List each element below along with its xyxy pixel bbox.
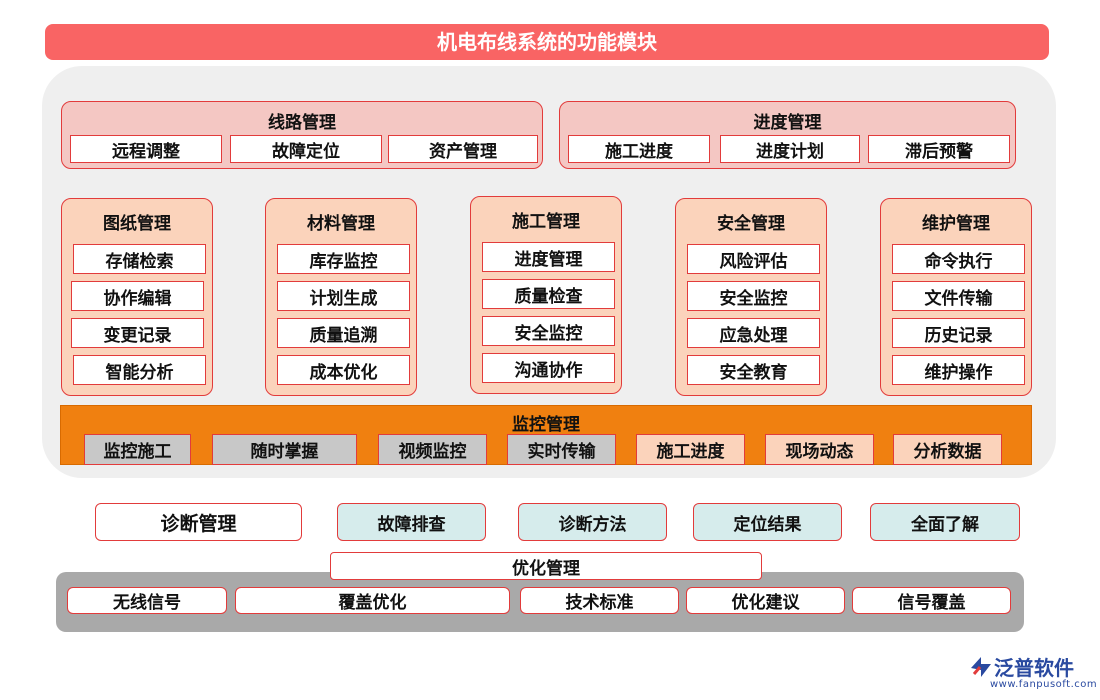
module-box: 历史记录	[892, 318, 1025, 348]
column-material-management: 材料管理 库存监控 计划生成 质量追溯 成本优化	[265, 198, 417, 396]
column-title: 施工管理	[512, 212, 580, 232]
diagnosis-item: 故障排查	[337, 503, 486, 541]
diagnosis-title: 诊断管理	[95, 503, 302, 541]
module-box: 沟通协作	[482, 353, 615, 383]
module-box: 变更记录	[71, 318, 204, 348]
column-title: 材料管理	[307, 214, 375, 234]
module-box: 成本优化	[277, 355, 410, 385]
monitor-item: 随时掌握	[212, 434, 357, 465]
module-box: 故障定位	[230, 135, 382, 163]
diagnosis-item: 诊断方法	[518, 503, 667, 541]
module-box: 库存监控	[277, 244, 410, 274]
page-title: 机电布线系统的功能模块	[45, 24, 1049, 60]
module-box: 滞后预警	[868, 135, 1010, 163]
module-box: 资产管理	[388, 135, 538, 163]
optimization-item: 优化建议	[686, 587, 845, 614]
column-title: 图纸管理	[103, 214, 171, 234]
column-drawing-management: 图纸管理 存储检索 协作编辑 变更记录 智能分析	[61, 198, 213, 396]
module-box: 风险评估	[687, 244, 820, 274]
module-box: 应急处理	[687, 318, 820, 348]
optimization-item: 覆盖优化	[235, 587, 510, 614]
monitor-title: 监控管理	[512, 415, 580, 435]
module-box: 远程调整	[70, 135, 222, 163]
module-box: 计划生成	[277, 281, 410, 311]
diagnosis-item: 全面了解	[870, 503, 1020, 541]
group-title: 线路管理	[268, 113, 336, 133]
monitor-item: 施工进度	[636, 434, 745, 465]
monitor-management-bar: 监控管理 监控施工 随时掌握 视频监控 实时传输 施工进度 现场动态 分析数据	[60, 405, 1032, 465]
monitor-item: 分析数据	[893, 434, 1002, 465]
module-box: 命令执行	[892, 244, 1025, 274]
optimization-item: 无线信号	[67, 587, 227, 614]
module-box: 安全教育	[687, 355, 820, 385]
module-box: 质量检查	[482, 279, 615, 309]
monitor-item: 监控施工	[84, 434, 191, 465]
module-box: 施工进度	[568, 135, 710, 163]
module-box: 文件传输	[892, 281, 1025, 311]
logo-icon	[971, 657, 991, 677]
module-box: 协作编辑	[71, 281, 204, 311]
column-construction-management: 施工管理 进度管理 质量检查 安全监控 沟通协作	[470, 196, 622, 394]
column-maintenance-management: 维护管理 命令执行 文件传输 历史记录 维护操作	[880, 198, 1032, 396]
group-title: 进度管理	[753, 113, 822, 133]
column-safety-management: 安全管理 风险评估 安全监控 应急处理 安全教育	[675, 198, 827, 396]
column-title: 维护管理	[922, 214, 990, 234]
group-progress-management: 进度管理 施工进度 进度计划 滞后预警	[559, 101, 1016, 169]
group-line-management: 线路管理 远程调整 故障定位 资产管理	[61, 101, 543, 169]
logo-url: www.fanpusoft.com	[990, 679, 1098, 690]
monitor-item: 现场动态	[765, 434, 874, 465]
logo-name: 泛普软件	[994, 656, 1074, 680]
monitor-item: 视频监控	[378, 434, 487, 465]
column-title: 安全管理	[717, 214, 785, 234]
optimization-title: 优化管理	[330, 552, 762, 580]
module-box: 进度管理	[482, 242, 615, 272]
diagnosis-item: 定位结果	[693, 503, 842, 541]
module-box: 维护操作	[892, 355, 1025, 385]
module-box: 安全监控	[687, 281, 820, 311]
module-box: 安全监控	[482, 316, 615, 346]
optimization-item: 信号覆盖	[852, 587, 1011, 614]
optimization-item: 技术标准	[520, 587, 679, 614]
module-box: 进度计划	[720, 135, 860, 163]
module-box: 质量追溯	[277, 318, 410, 348]
monitor-item: 实时传输	[507, 434, 616, 465]
module-box: 存储检索	[73, 244, 206, 274]
module-box: 智能分析	[73, 355, 206, 385]
